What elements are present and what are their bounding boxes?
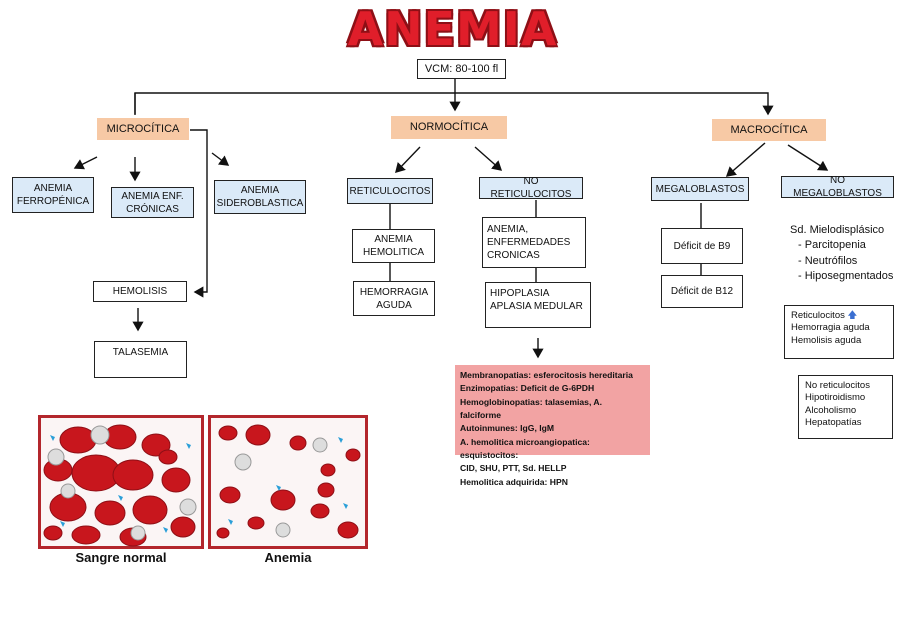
- hemolisis-box: HEMOLISIS: [93, 281, 187, 302]
- category-microcitica: MICROCÍTICA: [97, 118, 189, 140]
- hemorragia-aguda-label: Hemorragia aguda: [791, 322, 870, 334]
- caption-sangre-normal: Sangre normal: [75, 550, 167, 565]
- hipotiroidismo-label: Hipotiroidismo: [805, 392, 866, 404]
- anemia-hemolitica-box: ANEMIA HEMOLITICA: [352, 229, 435, 263]
- megaloblastos-box: MEGALOBLASTOS: [651, 177, 749, 201]
- anemia-blood-illustration: [208, 415, 368, 549]
- deficit-b9-box: Déficit de B9: [661, 228, 743, 264]
- cause-microangiopatica: A. hemolitica microangiopatica: esquisto…: [460, 436, 590, 460]
- no-megaloblastos-box: NO MEGALOBLASTOS: [781, 175, 894, 199]
- mielodisplasico-item: - Parcitopenia: [798, 239, 866, 252]
- anemia-sideroblastica-box: ANEMIA SIDEROBLASTICA: [214, 180, 306, 214]
- reticulocitos-box: RETICULOCITOS: [347, 178, 433, 204]
- hemorragia-aguda-box: HEMORRAGIA AGUDA: [353, 281, 435, 316]
- hepatopatias-label: Hepatopatías: [805, 417, 862, 429]
- cause-autoinmunes: Autoinmunes: IgG, IgM: [460, 423, 555, 434]
- category-normocitica: NORMOCÍTICA: [391, 116, 507, 139]
- cause-adquirida: Hemolitica adquirida: HPN: [460, 476, 568, 487]
- cause-enzimopatias: Enzimopatias: Deficit de G-6PDH: [460, 383, 595, 394]
- hemolisis-aguda-label: Hemolisis aguda: [791, 334, 862, 346]
- mielodisplasico-title: Sd. Mielodisplásico: [790, 224, 885, 236]
- vcm-box: VCM: 80-100 fl: [417, 59, 506, 79]
- anemia-ferropenica-box: ANEMIA FERROPÉNICA: [12, 177, 94, 213]
- anemia-enfermedades-cronicas-box: ANEMIA, ENFERMEDADES CRONICAS: [482, 217, 586, 268]
- alcoholismo-label: Alcoholismo: [805, 404, 857, 416]
- no-reticulocitos-box: NO RETICULOCITOS: [479, 176, 583, 200]
- page-title: ANEMIA: [347, 2, 558, 56]
- reticulocitos-macro-box: Reticulocitos 🡅 Hemorragia aguda Hemolis…: [784, 305, 894, 359]
- arrow-up-icon: 🡅: [847, 310, 858, 321]
- anemia-enf-cronicas-box: ANEMIA ENF. CRÓNICAS: [111, 187, 194, 218]
- no-reticulocitos-label: No reticulocitos: [805, 380, 870, 391]
- sd-mielodisplasico: Sd. Mielodisplásico - Parcitopenia - Neu…: [790, 223, 900, 285]
- caption-anemia: Anemia: [264, 550, 312, 565]
- deficit-b12-box: Déficit de B12: [661, 275, 743, 308]
- category-macrocitica: MACROCÍTICA: [712, 119, 826, 141]
- hemolitica-causes-box: Membranopatias: esferocitosis hereditari…: [455, 365, 650, 487]
- cause-hemoglobinopatias: Hemoglobinopatias: talasemias, A. falcif…: [460, 396, 602, 420]
- normal-blood-illustration: [38, 415, 204, 549]
- cause-membranopatias: Membranopatias: esferocitosis hereditari…: [460, 370, 633, 380]
- mielodisplasico-item: - Hiposegmentados: [798, 270, 894, 283]
- no-reticulocitos-macro-box: No reticulocitos Hipotiroidismo Alcoholi…: [798, 375, 893, 439]
- talasemia-box: TALASEMIA: [94, 341, 187, 378]
- reticulocitos-label: Reticulocitos: [791, 310, 845, 321]
- mielodisplasico-item: - Neutrófilos: [798, 254, 858, 267]
- cause-cid-shu: CID, SHU, PTT, Sd. HELLP: [460, 463, 567, 474]
- hipoplasia-aplasia-box: HIPOPLASIA APLASIA MEDULAR: [485, 282, 591, 328]
